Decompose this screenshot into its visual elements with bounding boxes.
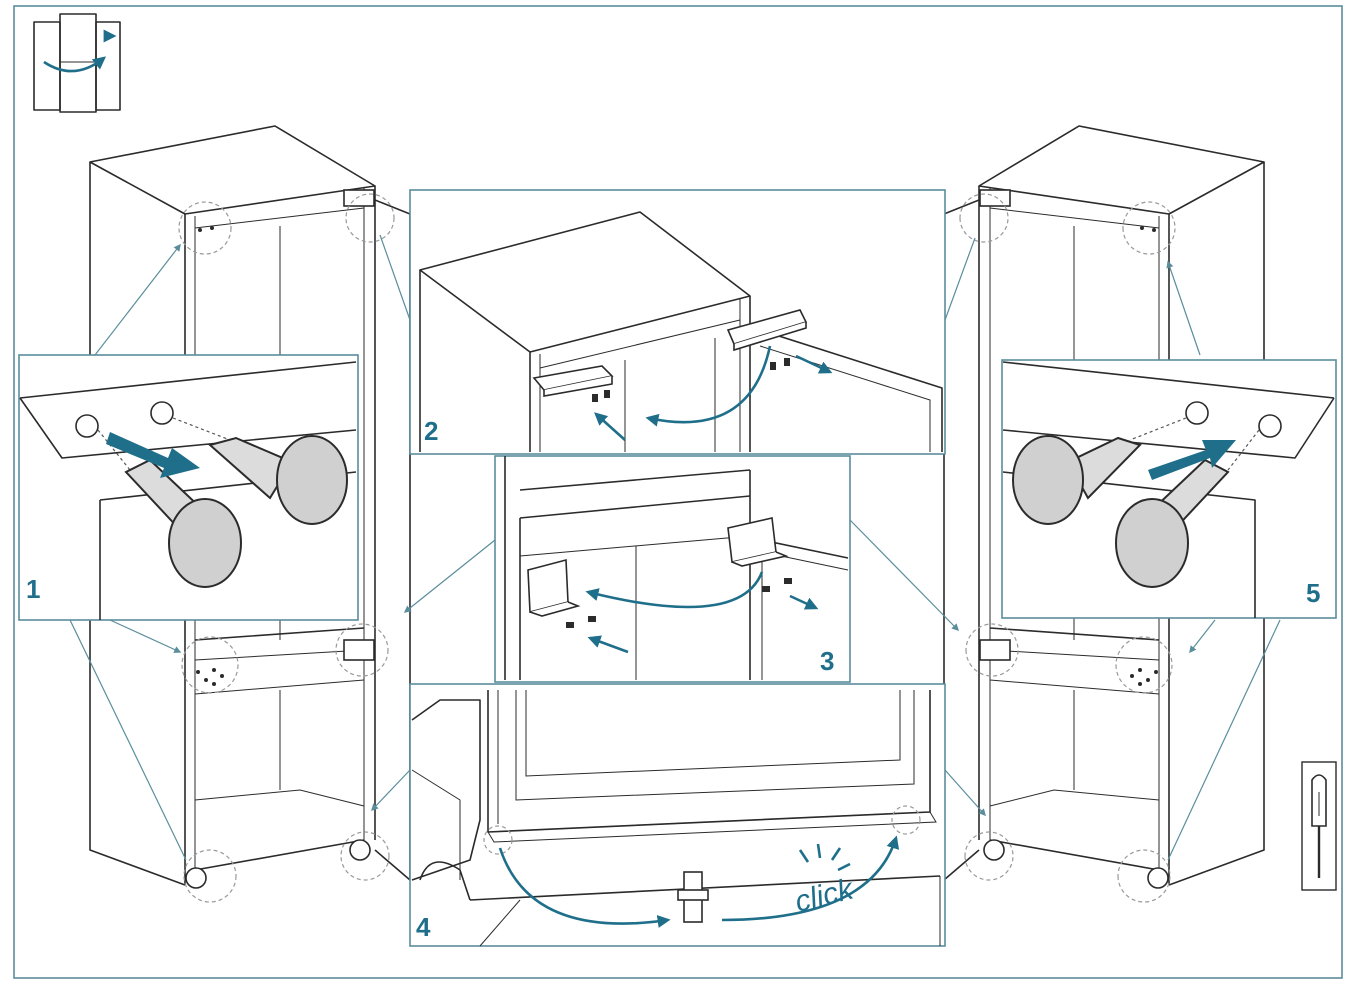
step-3-panel: 3: [494, 455, 851, 683]
step-2-panel: 2: [409, 189, 946, 455]
outer-frame: [13, 5, 1343, 979]
step-4-number: 4: [416, 912, 431, 942]
click-burst: [798, 843, 851, 872]
step-3-number: 3: [820, 646, 834, 676]
fridge-door-reverse-icon: [33, 13, 121, 113]
step-5-number: 5: [1306, 578, 1320, 608]
left-fridge-illustration: [89, 125, 411, 903]
step-1-panel: 1: [18, 354, 359, 621]
step-5-panel: 5: [1001, 359, 1337, 619]
step-1-number: 1: [26, 574, 40, 604]
step-2-number: 2: [424, 416, 438, 446]
screwdriver-icon: [1301, 761, 1337, 891]
leader-lines: [69, 234, 1281, 861]
step-4-panel: click 4: [409, 683, 946, 947]
